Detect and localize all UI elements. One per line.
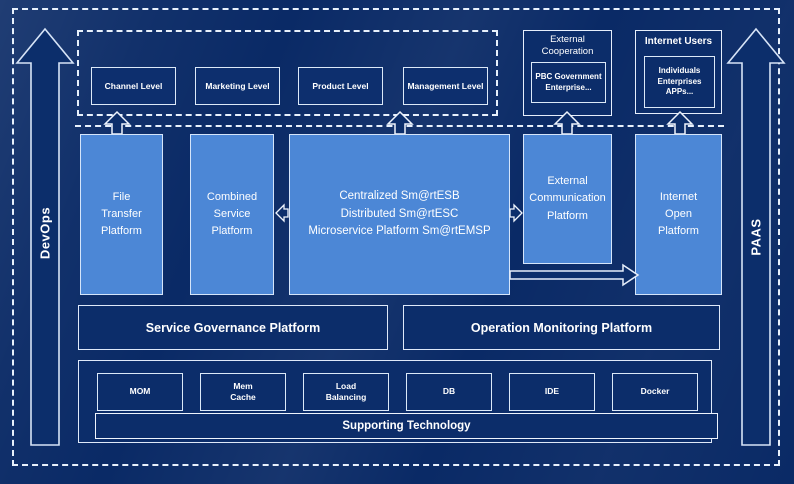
tech-box-docker: Docker: [612, 373, 698, 411]
level-label: Product Level: [312, 81, 369, 91]
supporting-technology-bar: Supporting Technology: [95, 413, 718, 439]
service-governance-platform: Service Governance Platform: [78, 305, 388, 350]
level-box-marketing: Marketing Level: [195, 67, 280, 105]
internet-users-box: Internet Users Individuals Enterprises A…: [635, 30, 722, 114]
levels-dashed-group: [77, 30, 498, 116]
external-cooperation-members: PBC Government Enterprise...: [531, 62, 606, 103]
tech-box-ide: IDE: [509, 373, 595, 411]
up-arrow-icon: [553, 110, 581, 135]
tech-box-mom: MOM: [97, 373, 183, 411]
paas-rail-label: PAAS: [748, 218, 764, 256]
internet-users-members: Individuals Enterprises APPs...: [644, 56, 715, 108]
devops-up-arrow-icon: [15, 27, 75, 446]
up-arrow-icon: [386, 110, 414, 135]
level-box-management: Management Level: [403, 67, 488, 105]
devops-rail-label: DevOps: [37, 206, 53, 260]
level-label: Management Level: [407, 81, 484, 91]
platform-esb-esc-emsp: Centralized Sm@rtESB Distributed Sm@rtES…: [289, 134, 510, 295]
external-cooperation-title: External Cooperation: [541, 34, 594, 57]
right-long-arrow-icon: [509, 263, 640, 287]
up-arrow-icon: [103, 110, 131, 135]
operation-monitoring-platform: Operation Monitoring Platform: [403, 305, 720, 350]
internet-users-title: Internet Users: [644, 36, 713, 47]
level-box-product: Product Level: [298, 67, 383, 105]
platform-external-communication: External Communication Platform: [523, 134, 612, 264]
level-label: Channel Level: [104, 81, 163, 91]
tech-box-mem-cache: Mem Cache: [200, 373, 286, 411]
up-arrow-icon: [666, 110, 694, 135]
tech-box-db: DB: [406, 373, 492, 411]
level-box-channel: Channel Level: [91, 67, 176, 105]
platform-file-transfer: File Transfer Platform: [80, 134, 163, 295]
tech-box-load-balancing: Load Balancing: [303, 373, 389, 411]
platform-combined-service: Combined Service Platform: [190, 134, 274, 295]
platform-internet-open: Internet Open Platform: [635, 134, 722, 295]
left-arrow-icon: [275, 203, 289, 223]
paas-up-arrow-icon: [726, 27, 786, 446]
outer-dashed-frame: [12, 8, 780, 466]
right-arrow-icon: [509, 203, 523, 223]
level-label: Marketing Level: [205, 81, 270, 91]
external-cooperation-box: External Cooperation PBC Government Ente…: [523, 30, 612, 116]
